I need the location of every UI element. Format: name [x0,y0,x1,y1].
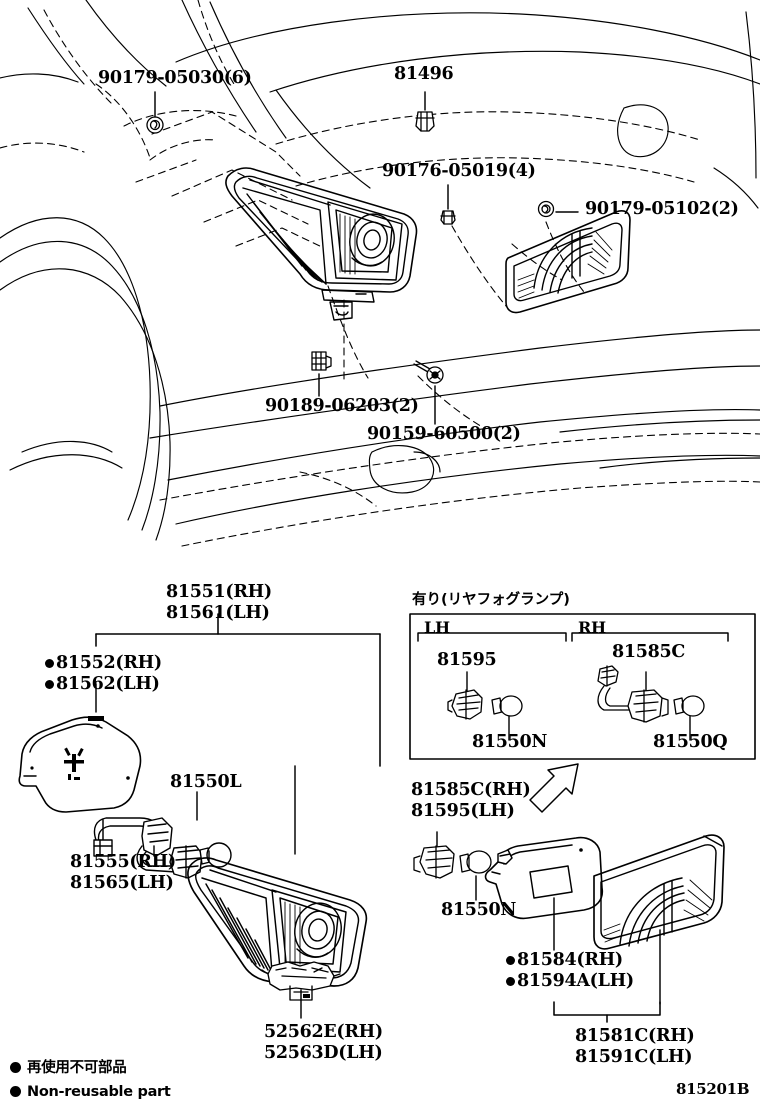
tail-lamp-inner-top [505,210,631,314]
diagram-id-code: 815201B [676,1080,750,1098]
label-fog-rh-bulb: 81550Q [653,732,728,752]
clip-90179-05030-icon [146,116,164,134]
label-inner-lamp-gasket-rh: 81584(RH) [506,950,623,970]
label-clip-90189-06203: 90189-06203(2) [265,396,419,416]
label-clip-90179-05102: 90179-05102(2) [585,199,739,219]
tail-lamp-outer-top [225,167,418,321]
label-outer-lamp-gasket-lh: 81562(LH) [45,674,160,694]
non-reusable-dot-icon [10,1062,21,1073]
label-fog-rh-socket: 81585C [612,642,686,662]
fog-rh-socket [597,665,669,723]
non-reusable-dot-icon [506,976,515,986]
label-screw-90159-60500: 90159-60500(2) [367,424,521,444]
nut-90176-05019-icon [440,210,456,225]
label-outer-lamp-retainer-lh: 52563D(LH) [264,1043,383,1063]
inner-lamp-assembly [593,834,725,950]
outer-lamp-gasket [18,716,142,813]
clip-90179-05102-icon [537,200,555,218]
fog-lh-socket [447,689,483,720]
fog-reference-arrow [529,763,579,813]
inner-lamp-gasket [484,836,604,920]
inner-leader-lines [436,831,661,1005]
fog-rh-bulb [673,695,705,717]
label-outer-lamp-cord-rh: 81555(RH) [70,852,176,872]
fog-lh-bulb [491,695,523,717]
label-inner-lamp-assembly-lh: 81591C(LH) [575,1047,693,1067]
outer-lamp-cord [93,817,232,879]
bracket-81551 [95,613,381,767]
fog-box-heading: 有り(リヤフォグランプ) [412,592,570,608]
label-inner-lamp-bulb: 81550N [441,900,517,920]
fog-box-lh-header: LH [424,618,450,637]
top-leader-lines [154,91,579,425]
inner-lamp-bulb [459,850,492,874]
fog-box-rh-header: RH [578,618,606,637]
label-outer-lamp-retainer-rh: 52562E(RH) [264,1022,383,1042]
legend-japanese: 再使用不可部品 [10,1058,127,1078]
car-body-dashed [0,0,760,547]
non-reusable-dot-icon [45,679,54,689]
label-inner-lamp-socket-lh: 81595(LH) [411,801,515,821]
label-outer-lamp-assembly-lh: 81561(LH) [166,603,270,623]
fog-box-leaders [466,671,691,741]
label-retainer-81496: 81496 [394,64,454,84]
label-inner-lamp-assembly-rh: 81581C(RH) [575,1026,695,1046]
fog-box-brackets [417,632,729,642]
non-reusable-dot-icon [45,658,54,668]
label-fog-lh-bulb: 81550N [472,732,548,752]
label-outer-lamp-assembly-rh: 81551(RH) [166,582,272,602]
retainer-81496-icon [415,111,435,132]
non-reusable-dot-icon [10,1086,21,1097]
inner-lamp-socket [413,845,455,879]
non-reusable-dot-icon [506,955,515,965]
clip-90189-06203-icon [311,351,332,371]
label-inner-lamp-socket-rh: 81585C(RH) [411,780,531,800]
screw-90159-60500-icon [413,360,444,384]
label-inner-lamp-gasket-lh: 81594A(LH) [506,971,634,991]
legend-english: Non-reusable part [10,1082,171,1102]
label-outer-lamp-socket-bulb: 81550L [170,772,242,792]
outer-lamp-assembly [187,857,368,987]
bracket-81581 [553,1001,661,1023]
label-outer-lamp-cord-lh: 81565(LH) [70,873,174,893]
label-outer-lamp-gasket-rh: 81552(RH) [45,653,162,673]
label-nut-90176-05019: 90176-05019(4) [382,161,536,181]
outer-lamp-retainer [261,961,341,1001]
car-body-outline [0,0,760,541]
label-clip-90179-05030: 90179-05030(6) [98,68,252,88]
label-fog-lh-socket: 81595 [437,650,497,670]
